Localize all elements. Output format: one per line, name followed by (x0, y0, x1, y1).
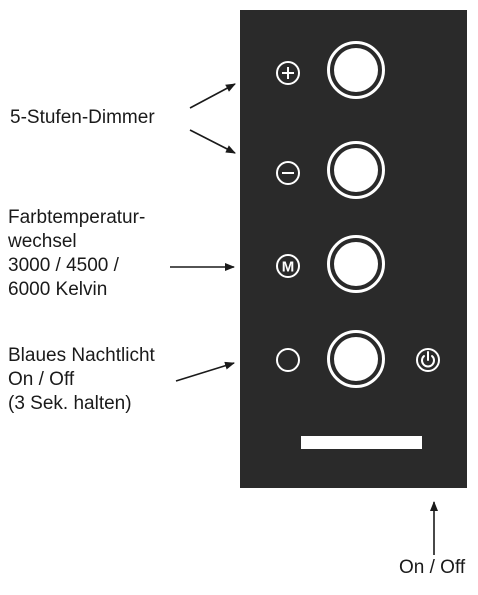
color-temperature-label: Farbtemperatur- wechsel 3000 / 4500 / 60… (8, 207, 146, 300)
power-icon (416, 348, 440, 372)
on-off-touch-bar[interactable] (301, 436, 422, 449)
dimmer-down-arrow (189, 129, 236, 154)
night-light-arrow (175, 361, 235, 382)
dimmer-down-button[interactable] (327, 141, 385, 199)
night-light-label: Blaues Nachtlicht On / Off (3 Sek. halte… (8, 345, 155, 414)
on-off-label: On / Off (399, 557, 466, 578)
dimmer-up-button[interactable] (327, 41, 385, 99)
mode-m-icon: M (276, 254, 300, 278)
night-light-button[interactable] (327, 330, 385, 388)
svg-text:M: M (282, 259, 295, 276)
dimmer-up-arrow (189, 83, 236, 109)
plus-circle-icon (276, 61, 300, 85)
dimmer-label: 5-Stufen-Dimmer (10, 107, 155, 128)
minus-circle-icon (276, 161, 300, 185)
color-temperature-button[interactable] (327, 235, 385, 293)
moon-icon (276, 348, 300, 372)
